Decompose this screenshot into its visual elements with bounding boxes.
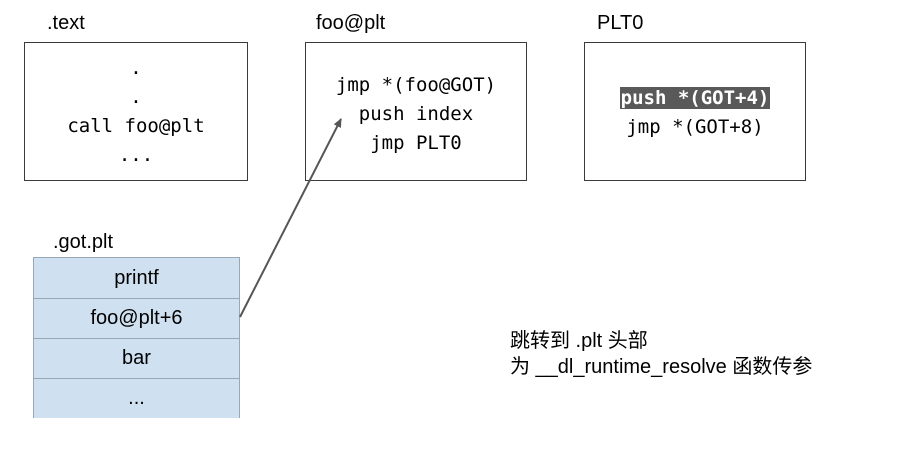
got-row-printf: printf: [34, 258, 239, 298]
code-line: jmp *(foo@GOT): [335, 74, 497, 96]
plt0-label: PLT0: [597, 12, 644, 34]
code-line: jmp *(GOT+8): [626, 116, 764, 138]
highlighted-code-line: push *(GOT+4): [619, 87, 771, 109]
note-line-1: 跳转到 .plt 头部: [510, 330, 648, 352]
code-line: ...: [118, 143, 154, 166]
got-plt-label: .got.plt: [53, 231, 114, 253]
text-section-label: .text: [47, 12, 85, 34]
plt-entry-label: foo@plt: [316, 12, 386, 34]
got-row-foo-plt: foo@plt+6: [34, 298, 239, 338]
text-section-box: . . call foo@plt ...: [24, 42, 248, 181]
code-line: .: [130, 85, 142, 108]
got-row-ellipsis: ...: [34, 378, 239, 418]
note-line-2: 为 __dl_runtime_resolve 函数传参: [510, 356, 813, 378]
got-plt-table: printf foo@plt+6 bar ...: [33, 257, 240, 418]
code-line: push index: [358, 103, 474, 125]
plt-entry-box: jmp *(foo@GOT) push index jmp PLT0: [305, 42, 527, 181]
plt0-box: push *(GOT+4) jmp *(GOT+8): [584, 42, 806, 181]
code-line: call foo@plt: [67, 114, 205, 137]
got-row-bar: bar: [34, 338, 239, 378]
annotation-note: 跳转到 .plt 头部 为 __dl_runtime_resolve 函数传参: [510, 328, 812, 380]
code-line: .: [130, 56, 142, 79]
code-line: jmp PLT0: [370, 132, 462, 154]
